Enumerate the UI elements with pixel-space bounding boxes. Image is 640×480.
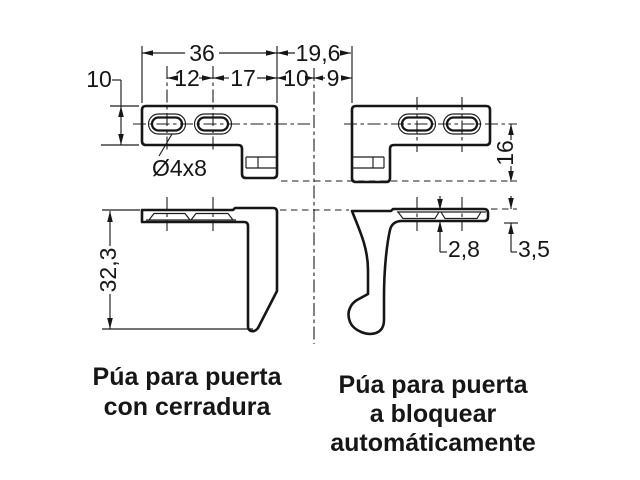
dim-leg-height: 32,3 <box>95 248 121 293</box>
slot-hole-countersink <box>193 113 233 135</box>
right-part-outline <box>350 104 492 184</box>
arrowhead <box>314 75 323 81</box>
arrowhead <box>277 75 286 81</box>
latch-detail <box>245 156 277 169</box>
arrowhead <box>202 75 213 81</box>
slot-hole <box>445 116 479 132</box>
slot-hole <box>400 116 434 132</box>
arrowhead <box>341 75 352 81</box>
right-part-side-view <box>347 207 490 336</box>
right-side-outline <box>347 207 490 336</box>
arrowhead <box>142 50 153 56</box>
slot-hole <box>196 116 230 132</box>
left-part-outline <box>140 104 279 180</box>
extension-lines <box>101 46 518 330</box>
slot-hole-countersink <box>397 113 437 135</box>
arrowhead <box>107 211 113 222</box>
slot-hole <box>150 116 184 132</box>
right-caption-line2: a bloquear <box>370 400 497 428</box>
arrowhead <box>118 134 124 145</box>
right-part-front-view <box>350 104 492 184</box>
dim-strip-height: 10 <box>86 66 112 92</box>
right-caption-line1: Púa para puerta <box>339 371 529 399</box>
countersink-section-detail <box>146 212 236 221</box>
arrowhead <box>508 171 514 182</box>
right-caption-line3: automáticamente <box>330 429 536 457</box>
dim-edge-to-centerline: 10 <box>283 65 309 91</box>
countersink-section-detail <box>397 211 486 220</box>
arrowhead <box>213 75 224 81</box>
dimension-arrowheads <box>107 50 514 329</box>
dim-left-part-width: 36 <box>189 40 215 66</box>
arrowhead <box>266 75 277 81</box>
arrowhead <box>266 50 277 56</box>
slot-size-label: Ø4x8 <box>152 155 207 181</box>
left-caption-line2: con cerradura <box>104 393 272 421</box>
reference-lines <box>280 180 517 211</box>
centerlines <box>133 66 517 344</box>
dim-hole-to-edge: 17 <box>230 65 256 91</box>
latch-detail <box>352 156 385 169</box>
dim-plate-thickness: 2,8 <box>448 236 480 262</box>
left-side-outline <box>140 206 279 333</box>
arrowhead <box>305 75 314 81</box>
dim-centerline-to-part: 9 <box>327 65 340 91</box>
arrowhead <box>508 198 514 209</box>
arrowhead <box>107 318 113 329</box>
arrowhead <box>118 106 124 117</box>
arrowhead <box>508 124 514 135</box>
left-caption-line1: Púa para puerta <box>93 363 283 391</box>
dim-centerline-to-base: 16 <box>492 140 518 166</box>
arrowhead <box>437 221 443 232</box>
left-part-side-view <box>140 206 279 333</box>
dim-overall-plate-height: 3,5 <box>518 236 550 262</box>
arrowhead <box>167 75 178 81</box>
left-part-front-view <box>140 104 279 180</box>
arrowhead <box>277 50 288 56</box>
dim-gap-between-parts: 19,6 <box>296 40 341 66</box>
arrowhead <box>340 50 351 56</box>
captions: Púa para puerta con cerradura Púa para p… <box>93 363 536 457</box>
dim-hole-spacing: 12 <box>174 65 200 91</box>
slot-hole-countersink <box>442 113 482 135</box>
arrowhead <box>437 199 443 210</box>
arrowhead <box>508 223 514 234</box>
slot-hole-countersink <box>147 113 187 135</box>
dimension-labels: 36 19,6 10 12 17 10 9 Ø4x8 16 32,3 2,8 3… <box>86 40 550 292</box>
